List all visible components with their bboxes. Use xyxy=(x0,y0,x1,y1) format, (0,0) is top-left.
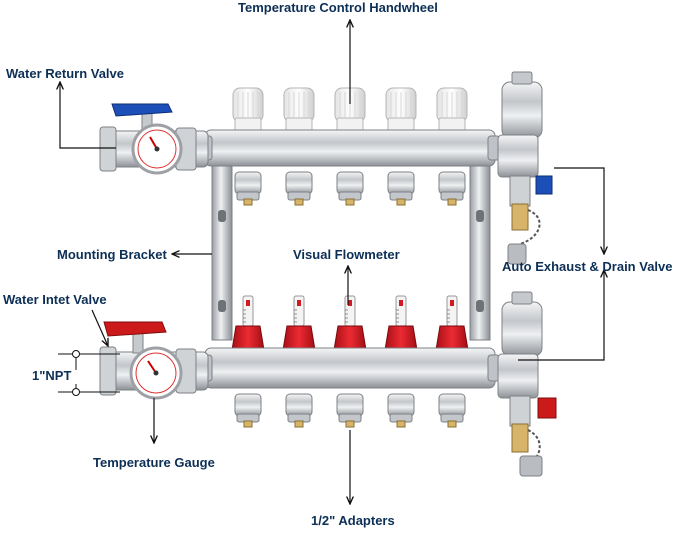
label-visual-flowmeter: Visual Flowmeter xyxy=(293,247,400,262)
adapter-5 xyxy=(438,393,466,428)
label-adapters: 1/2" Adapters xyxy=(311,513,395,528)
adapter-2 xyxy=(285,393,313,428)
return-valve-handle xyxy=(111,103,173,117)
handwheel-5 xyxy=(436,87,468,133)
adapter-1 xyxy=(234,393,262,428)
npt-dimension xyxy=(58,350,120,396)
label-water-inlet-valve: Water Intet Valve xyxy=(3,292,107,307)
adapter-4 xyxy=(387,393,415,428)
handwheel-1 xyxy=(232,87,264,133)
adapter-3 xyxy=(336,171,364,206)
auto-exhaust-valve-top xyxy=(497,71,553,265)
label-temperature-control-handwheel: Temperature Control Handwheel xyxy=(238,0,438,15)
supply-manifold-bar xyxy=(199,347,501,389)
inlet-valve-handle xyxy=(103,321,167,337)
mounting-bracket-left xyxy=(211,159,233,341)
flowmeter-1 xyxy=(231,295,265,351)
adapter-4 xyxy=(387,171,415,206)
auto-exhaust-valve-bottom xyxy=(497,291,557,477)
label-auto-exhaust-drain-valve: Auto Exhaust & Drain Valve xyxy=(502,259,673,274)
flowmeter-5 xyxy=(435,295,469,351)
water-inlet-valve xyxy=(99,321,209,400)
flowmeter-3 xyxy=(333,295,367,351)
adapter-row-top xyxy=(234,171,466,206)
inlet-valve-arrow xyxy=(91,309,108,346)
label-npt-size: 1"NPT xyxy=(32,368,72,383)
return-manifold-bar xyxy=(199,129,501,167)
handwheel-3 xyxy=(334,87,366,133)
water-return-valve xyxy=(99,103,209,175)
adapter-row-bottom xyxy=(234,393,466,428)
handwheel-2 xyxy=(283,87,315,133)
exhaust-arrow-top xyxy=(554,167,604,254)
label-temperature-gauge: Temperature Gauge xyxy=(93,455,215,470)
exhaust-arrow-bottom xyxy=(518,270,604,361)
callout-lines xyxy=(60,20,604,504)
label-mounting-bracket: Mounting Bracket xyxy=(57,247,167,262)
handwheel-group xyxy=(232,87,468,133)
handwheel-4 xyxy=(385,87,417,133)
adapter-3 xyxy=(336,393,364,428)
flowmeter-2 xyxy=(282,295,316,351)
label-water-return-valve: Water Return Valve xyxy=(6,66,125,81)
mounting-bracket-right xyxy=(469,159,491,341)
flowmeter-4 xyxy=(384,295,418,351)
flowmeter-group xyxy=(231,295,469,351)
adapter-2 xyxy=(285,171,313,206)
adapter-5 xyxy=(438,171,466,206)
adapter-1 xyxy=(234,171,262,206)
return-valve-arrow xyxy=(60,82,116,149)
